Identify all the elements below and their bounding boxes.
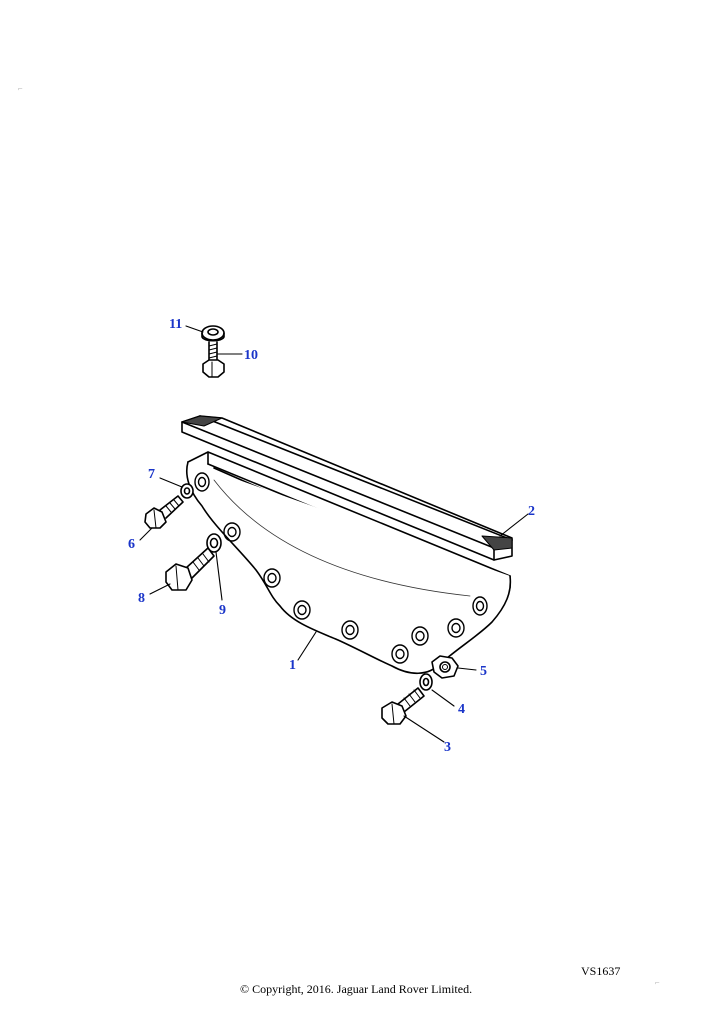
part-2-strip [181,415,513,561]
part-10-bolt [202,341,225,378]
part-1-cover [186,451,512,675]
callout-9: 9 [219,603,226,618]
part-9-washer [206,533,222,553]
callout-8: 8 [138,591,145,606]
callout-4: 4 [458,702,465,717]
callout-6: 6 [128,537,135,552]
corner-mark-top-left: ⌐ [18,84,23,93]
part-6-bolt [144,495,184,529]
part-7-washer [180,483,194,499]
callout-7: 7 [148,467,155,482]
corner-mark-bottom-right: ⌐ [655,978,660,987]
diagram-reference: VS1637 [581,964,621,978]
part-5-nut [431,655,459,679]
copyright-notice: © Copyright, 2016. Jaguar Land Rover Lim… [240,982,473,996]
callout-3: 3 [444,740,451,755]
part-4-washer [419,673,433,691]
part-11-washer [201,325,225,342]
part-3-bolt [381,687,425,725]
callout-2: 2 [528,504,535,519]
leader-lines [139,325,529,743]
part-8-bolt [165,547,215,591]
callout-10: 10 [244,348,258,363]
callout-11: 11 [169,317,183,332]
callout-1: 1 [289,658,296,673]
callout-5: 5 [480,664,487,679]
